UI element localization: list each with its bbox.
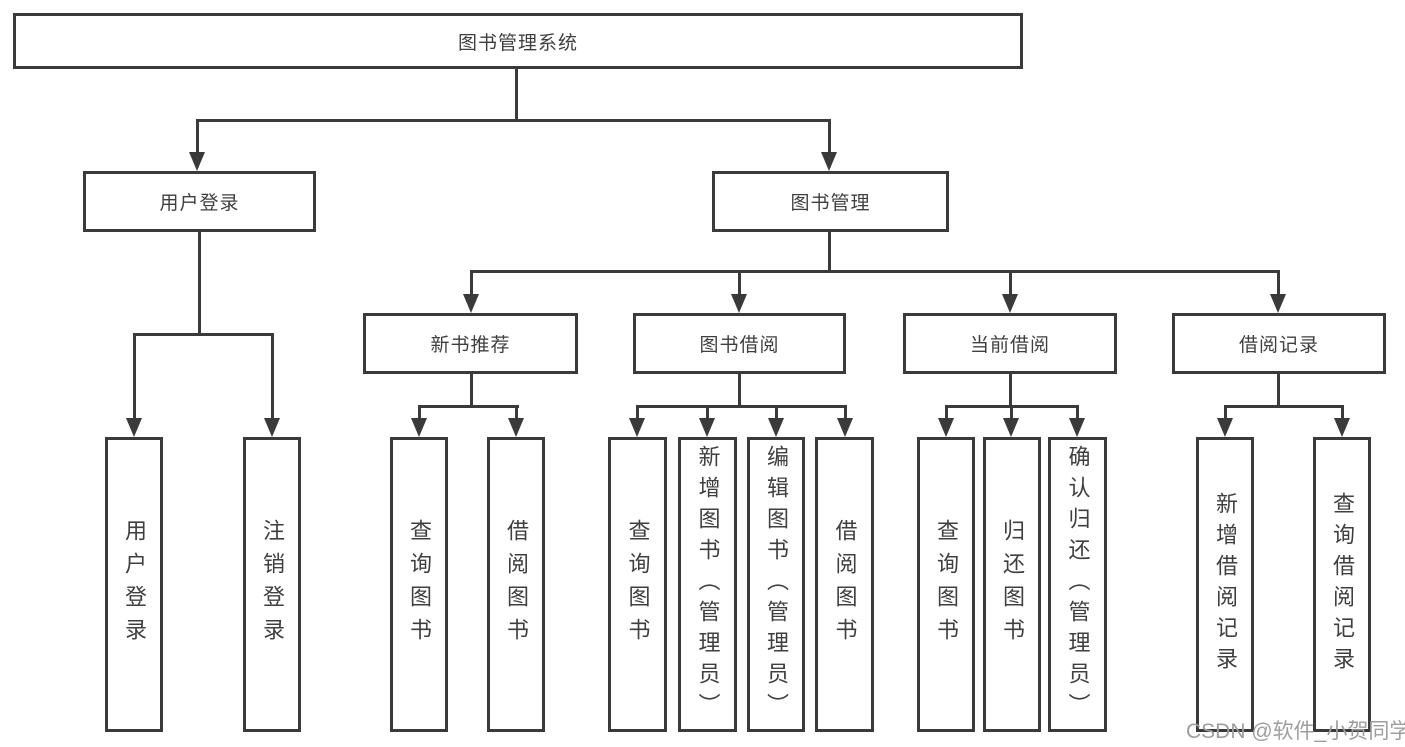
leaf-user-login: 用户登录 [105,437,163,732]
leaf-query-books-newbook: 查询图书 [390,437,448,732]
connector-drop-leaf [133,333,136,421]
leaf-add-borrow-record: 新增借阅记录 [1196,437,1254,732]
connector-new-book-stem [470,374,473,408]
leaf-borrow-books-borrow-label: 借阅图书 [832,518,858,651]
connector-bus-level2 [196,119,831,122]
connector-book-mgmt-stem [828,232,831,273]
leaf-query-books-borrow-label: 查询图书 [625,518,651,651]
leaf-query-borrow-record: 查询借阅记录 [1313,437,1371,732]
arrow-down-icon [938,418,954,437]
connector-drop-user-login [196,119,199,155]
node-book-management: 图书管理 [712,171,949,232]
leaf-confirm-return-admin-label: 确认归还（管理员） [1065,445,1091,724]
leaf-edit-book-admin: 编辑图书（管理员） [747,437,805,732]
leaf-add-book-admin: 新增图书（管理员） [678,437,737,732]
connector-drop-leaf [418,405,421,421]
leaf-logout: 注销登录 [243,437,301,732]
leaf-add-borrow-record-label: 新增借阅记录 [1213,491,1238,678]
arrow-down-icon [1270,294,1286,313]
connector-bus-level3 [470,270,1280,273]
leaf-confirm-return-admin: 确认归还（管理员） [1048,437,1107,732]
arrow-down-icon [1002,294,1018,313]
leaf-return-books: 归还图书 [983,437,1041,732]
leaf-borrow-books-newbook-label: 借阅图书 [504,518,529,651]
connector-drop-leaf [271,333,274,421]
connector-drop-leaf [844,405,847,421]
connector-drop-leaf [775,405,778,421]
arrow-down-icon [837,418,853,437]
node-root-system: 图书管理系统 [13,13,1023,69]
arrow-down-icon [1069,418,1085,437]
connector-drop-book-borrow [738,270,741,296]
connector-drop-leaf [1076,405,1079,421]
node-borrow-records: 借阅记录 [1172,313,1386,374]
arrow-down-icon [463,294,479,313]
leaf-query-borrow-record-label: 查询借阅记录 [1330,491,1355,678]
connector-bus-user-login [133,333,274,336]
connector-root-stem [515,69,518,120]
arrow-down-icon [699,418,715,437]
connector-drop-leaf [945,405,948,421]
arrow-down-icon [508,418,524,437]
connector-drop-leaf [1010,405,1013,421]
arrow-down-icon [1217,418,1233,437]
leaf-user-login-label: 用户登录 [122,518,147,651]
connector-user-login-stem [198,232,201,336]
node-current-borrow: 当前借阅 [903,313,1117,374]
arrow-down-icon [264,418,280,437]
connector-drop-book-mgmt [828,119,831,155]
leaf-logout-label: 注销登录 [260,518,285,651]
connector-bus-new-book [418,405,519,408]
leaf-borrow-books-borrow: 借阅图书 [815,437,874,732]
connector-borrow-record-stem [1277,374,1280,408]
leaf-return-books-label: 归还图书 [1000,518,1025,651]
connector-bus-borrow-record [1224,405,1344,408]
leaf-edit-book-admin-label: 编辑图书（管理员） [764,445,789,724]
leaf-query-books-current-label: 查询图书 [934,518,959,651]
connector-drop-leaf [636,405,639,421]
arrow-down-icon [411,418,427,437]
connector-drop-new-book [470,270,473,296]
arrow-down-icon [126,418,142,437]
arrow-down-icon [821,152,837,171]
arrow-down-icon [1334,418,1350,437]
connector-drop-borrow-record [1277,270,1280,296]
connector-drop-leaf [706,405,709,421]
leaf-borrow-books-newbook: 借阅图书 [487,437,545,732]
connector-book-borrow-stem [738,374,741,408]
connector-drop-leaf [1224,405,1227,421]
node-user-login: 用户登录 [83,171,316,232]
arrow-down-icon [189,152,205,171]
leaf-query-books-newbook-label: 查询图书 [407,518,432,651]
connector-drop-leaf [1341,405,1344,421]
connector-drop-current-borrow [1009,270,1012,296]
node-book-borrow: 图书借阅 [633,313,846,374]
leaf-query-books-borrow: 查询图书 [608,437,667,732]
arrow-down-icon [1003,418,1019,437]
watermark: CSDN @软件_小贺同学 [1186,720,1405,743]
connector-current-borrow-stem [1009,374,1012,408]
connector-bus-book-borrow [636,405,847,408]
leaf-add-book-admin-label: 新增图书（管理员） [695,445,721,724]
leaf-query-books-current: 查询图书 [917,437,975,732]
node-new-book-recommend: 新书推荐 [363,313,578,374]
arrow-down-icon [768,418,784,437]
arrow-down-icon [629,418,645,437]
connector-drop-leaf [515,405,518,421]
arrow-down-icon [731,294,747,313]
